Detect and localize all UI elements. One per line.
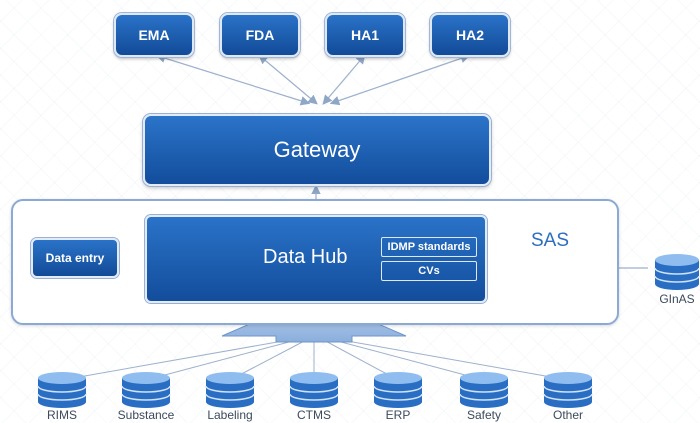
data-entry-box[interactable]: Data entry	[31, 238, 119, 278]
data-hub-title: Data Hub	[263, 246, 348, 268]
data-entry-label: Data entry	[45, 251, 105, 265]
regulator-label: EMA	[138, 27, 170, 43]
ginas-label: GInAS	[659, 292, 695, 306]
source-links	[61, 337, 569, 381]
source-label-other: Other	[552, 408, 583, 422]
source-label-safety: Safety	[466, 408, 502, 422]
regulator-label: HA1	[350, 27, 379, 43]
regulator-label: HA2	[455, 27, 484, 43]
source-label-rims: RIMS	[47, 408, 77, 422]
gateway-box[interactable]: Gateway	[143, 114, 491, 186]
idmp-standards-box[interactable]: IDMP standards	[381, 237, 477, 257]
data-hub-box[interactable]: Data Hub IDMP standards CVs	[145, 215, 487, 303]
cvs-box[interactable]: CVs	[381, 261, 477, 281]
ginas-database-icon	[654, 254, 700, 290]
gateway-label: Gateway	[273, 137, 361, 162]
source-label-erp: ERP	[385, 408, 411, 422]
source-label-labeling: Labeling	[207, 408, 253, 422]
regulator-ha2[interactable]: HA2	[430, 13, 510, 57]
regulator-label: FDA	[245, 27, 275, 43]
source-label-substance: Substance	[117, 408, 175, 422]
regulator-ema[interactable]: EMA	[114, 13, 194, 57]
source-label-ctms: CTMS	[297, 408, 331, 422]
sas-label: SAS	[531, 230, 570, 251]
regulator-ha1[interactable]: HA1	[325, 13, 405, 57]
database-icons	[37, 254, 700, 408]
regulator-fda[interactable]: FDA	[220, 13, 300, 57]
